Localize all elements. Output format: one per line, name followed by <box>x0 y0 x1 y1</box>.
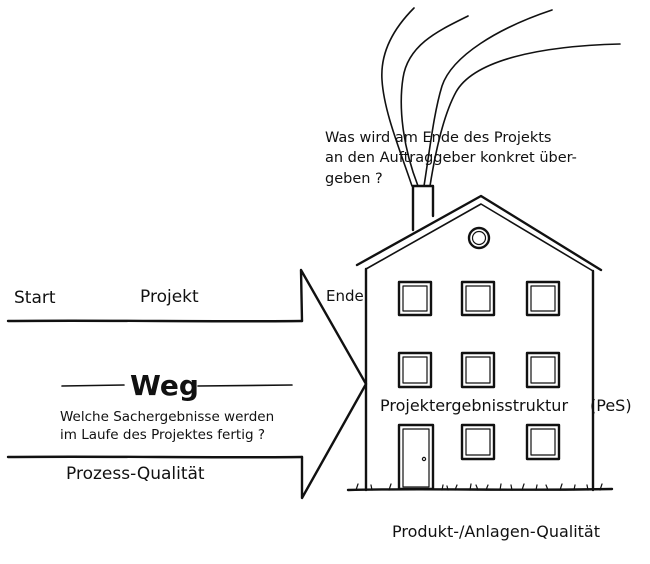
door-knob <box>421 456 427 462</box>
projekt-label: Projekt <box>140 287 199 307</box>
pes-abbreviation: (PeS) <box>590 396 632 415</box>
window-pane <box>530 356 556 384</box>
smoke-plume-middle <box>423 9 553 187</box>
window <box>397 351 433 389</box>
window-pane <box>402 356 428 384</box>
round-attic-window-inner <box>471 230 487 246</box>
weg-right-dash <box>197 384 293 387</box>
grass-strokes <box>355 483 603 491</box>
smoke-question-line-1: Was wird am Ende des Projekts <box>325 130 552 146</box>
window-pane <box>465 356 491 384</box>
smoke-plume-inner <box>400 15 469 187</box>
roof-inner <box>365 203 594 272</box>
window-pane <box>465 428 491 456</box>
window-pane <box>530 428 556 456</box>
window <box>525 423 561 461</box>
weg-left-dash <box>61 384 125 387</box>
process-arrow <box>6 268 368 500</box>
window <box>460 423 496 461</box>
smoke-question-line-3: geben ? <box>325 171 383 187</box>
window <box>460 280 496 317</box>
ende-label: Ende <box>326 287 364 305</box>
arrow-upper-line <box>6 319 304 323</box>
start-label: Start <box>14 288 56 308</box>
smoke-plumes <box>381 7 621 187</box>
window <box>525 280 561 317</box>
window <box>525 351 561 389</box>
prozess-qualitaet-label: Prozess-Qualität <box>66 464 205 484</box>
door-inner <box>402 428 430 488</box>
weg-heading: Weg <box>130 369 199 402</box>
roof-outer <box>355 194 603 272</box>
door <box>397 423 435 491</box>
question-line-1: Welche Sachergebnisse werden <box>60 409 275 425</box>
ground-line <box>346 487 614 492</box>
smoke-plume-outer <box>429 43 621 187</box>
chimney <box>411 184 435 232</box>
window-pane <box>402 285 428 312</box>
smoke-plume-left <box>381 7 415 187</box>
arrow-lower-line <box>6 455 304 459</box>
window-pane <box>530 285 556 312</box>
window <box>460 351 496 389</box>
smoke-question-line-2: an den Auftraggeber konkret über- <box>325 150 577 166</box>
question-line-2: im Laufe des Projektes fertig ? <box>60 427 265 443</box>
pes-label: Projektergebnisstruktur <box>380 396 569 415</box>
produkt-qualitaet-label: Produkt-/Anlagen-Qualität <box>392 522 600 541</box>
house <box>346 184 614 492</box>
window <box>397 280 433 317</box>
window-pane <box>465 285 491 312</box>
round-attic-window <box>467 226 491 250</box>
